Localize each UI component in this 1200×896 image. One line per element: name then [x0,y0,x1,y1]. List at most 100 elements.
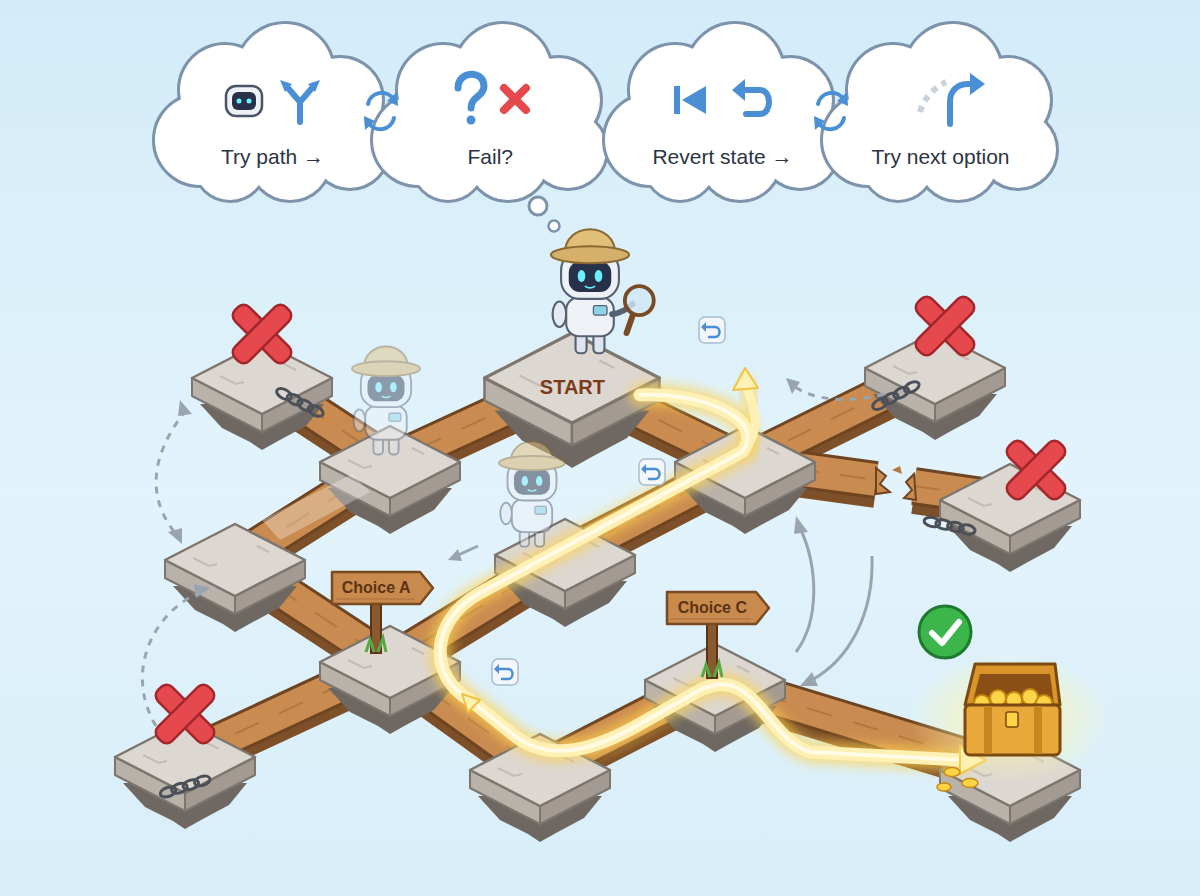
revert-arrows [142,592,200,726]
node-label: Choice A [342,578,411,597]
stone-tiles [192,342,332,450]
success-path [440,368,986,774]
ghost-robots [499,441,565,546]
stone-tiles [115,721,255,829]
revert-arrows [786,378,800,394]
ghost-robots [448,549,462,561]
stone-tiles [115,332,1080,842]
treasure-chest [910,652,1110,791]
revert-arrows [168,528,182,544]
chains [275,386,325,418]
thought-bubble: Try next option [865,140,1016,174]
bubble-icons [226,86,262,116]
choice-sign: Choice A [332,572,433,604]
success-path [462,694,480,712]
cycle-arrows [387,92,398,106]
signposts [366,638,386,652]
thought-bubbles [605,24,838,200]
signposts [702,663,722,677]
treasure-chest [965,705,1060,755]
bubble-icons [950,84,972,124]
thought-bubbles [549,221,560,232]
choice-sign: Choice C [667,592,769,624]
bubble-icons [458,74,484,108]
success-check [932,622,959,643]
success-check [919,606,971,658]
thought-bubbles [529,197,547,215]
success-check [919,606,971,658]
treasure-chest [944,768,960,777]
revert-arrows [156,410,186,534]
failure-marks [912,293,977,358]
explorer-robot [612,286,654,333]
thought-bubbles [823,24,1056,200]
treasure-chest [1034,706,1042,754]
node-label: START [540,375,605,399]
bubble-icons [970,73,985,95]
success-path [440,395,962,760]
thought-bubbles [373,24,606,200]
wooden-planks [876,468,890,494]
treasure-chest [937,783,951,791]
bubble-icons [467,116,476,125]
wood-grain [336,598,415,600]
cycle-arrows [814,116,825,130]
undo-badges [699,317,725,343]
wooden-planks [904,474,916,500]
thought-bubbles [823,24,1056,200]
sign-board [332,572,433,604]
ghost-robots [262,474,370,540]
thought-bubbles [373,24,606,200]
bubble-icons [232,92,256,110]
treasure-chest [984,706,992,754]
thought-bubble: Fail? [461,140,519,174]
node-label: Choice C [678,598,747,617]
chains [159,379,976,798]
revert-arrows [796,528,814,652]
bubble-icons [732,79,745,101]
bubble-icons [742,90,769,114]
failure-marks [152,681,217,746]
ghost-robots [352,346,420,454]
failure-marks [229,301,294,366]
revert-arrows [812,556,872,680]
bubble-icons [247,99,252,104]
bubble-icons [504,88,526,110]
node-label: Fail? [467,144,513,169]
bubble-icons [674,86,680,114]
node-label: Revert state → [652,144,792,169]
success-path [440,395,962,760]
treasure-chest [910,652,1110,784]
bubble-icons [226,73,985,125]
revert-arrows [800,672,818,686]
node-label: Try next option [871,144,1009,169]
bubble-icons [920,82,946,112]
bubble-icons [308,80,320,92]
explorer-robot [551,229,654,353]
chains [159,774,211,799]
treasure-chest [962,779,978,788]
ghost-robots [262,346,565,561]
wood-grain [671,618,751,620]
chains [923,516,976,536]
explorer-robot [625,286,654,315]
bubble-icons [288,88,312,122]
explorer-robot [551,229,629,353]
success-path [733,368,758,390]
undo-badges [492,317,725,685]
undo-badges [492,659,518,685]
failure-marks [1003,437,1068,502]
bubble-icons [280,80,292,92]
revert-arrows [794,386,884,400]
stone-tiles [165,524,305,632]
thought-bubbles [155,24,388,200]
thought-bubble: Try path → [214,140,330,174]
explorer-robot [627,316,633,333]
undo-badges [639,459,665,485]
treasure-chest [1006,712,1018,727]
thought-bubble: Revert state → [646,140,799,174]
cycle-arrows [837,92,848,106]
